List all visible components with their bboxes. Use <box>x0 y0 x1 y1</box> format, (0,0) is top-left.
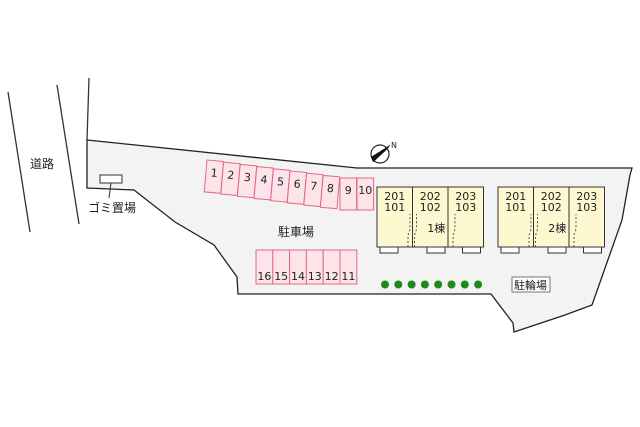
svg-text:101: 101 <box>505 201 526 214</box>
parking-stall-2: 2 <box>221 162 240 195</box>
svg-text:12: 12 <box>325 270 339 283</box>
svg-text:1: 1 <box>210 166 218 180</box>
svg-text:103: 103 <box>576 201 597 214</box>
north-arrow-icon: N <box>371 141 397 163</box>
unit-203-103: 203103 <box>569 187 605 253</box>
svg-text:5: 5 <box>277 175 285 189</box>
svg-text:2: 2 <box>227 169 235 183</box>
svg-text:13: 13 <box>308 270 322 283</box>
parking-stall-9: 9 <box>340 178 357 210</box>
tree-icon <box>421 281 429 289</box>
svg-text:6: 6 <box>293 177 301 191</box>
svg-text:102: 102 <box>420 201 441 214</box>
tree-icon <box>408 281 416 289</box>
svg-text:4: 4 <box>260 173 268 187</box>
svg-text:16: 16 <box>257 270 271 283</box>
unit-202-102: 202102 <box>413 187 449 253</box>
svg-text:9: 9 <box>345 184 352 197</box>
parking-stall-7: 7 <box>304 173 323 206</box>
svg-text:102: 102 <box>541 201 562 214</box>
tree-icon <box>394 281 402 289</box>
svg-text:N: N <box>391 141 397 150</box>
parking-stall-13: 13 <box>306 250 323 284</box>
svg-text:101: 101 <box>384 201 405 214</box>
parking-stall-14: 14 <box>290 250 307 284</box>
svg-text:14: 14 <box>291 270 305 283</box>
tree-icon <box>434 281 442 289</box>
tree-icon <box>461 281 469 289</box>
site-boundary-line <box>87 78 89 140</box>
svg-text:11: 11 <box>341 270 355 283</box>
tree-icon <box>381 281 389 289</box>
road-label: 道路 <box>30 156 54 171</box>
parking-stall-6: 6 <box>287 171 306 204</box>
road-edge-left <box>8 92 30 232</box>
unit-202-102: 202102 <box>534 187 570 253</box>
parking-stall-3: 3 <box>237 164 256 197</box>
tree-icon <box>474 281 482 289</box>
road-edge-right <box>57 85 79 224</box>
building-name: 2棟 <box>548 221 566 235</box>
parking-stall-5: 5 <box>271 169 290 202</box>
building-name: 1棟 <box>427 221 445 235</box>
building-2: 2011012021022031032棟 <box>498 187 605 253</box>
parking-stall-8: 8 <box>320 175 339 208</box>
parking-stall-4: 4 <box>254 167 273 200</box>
svg-text:15: 15 <box>274 270 288 283</box>
svg-text:103: 103 <box>455 201 476 214</box>
parking-stall-11: 11 <box>340 250 357 284</box>
svg-text:3: 3 <box>243 171 251 185</box>
garbage-label: ゴミ置場 <box>88 200 136 215</box>
parking-stall-10: 10 <box>357 178 374 210</box>
parking-stall-15: 15 <box>273 250 290 284</box>
svg-text:10: 10 <box>358 184 372 197</box>
garbage-area <box>100 175 122 183</box>
parking-label: 駐車場 <box>278 224 314 239</box>
tree-icon <box>448 281 456 289</box>
building-1: 2011012021022031031棟 <box>377 187 484 253</box>
parking-stall-16: 16 <box>256 250 273 284</box>
unit-201-101: 201101 <box>498 187 534 253</box>
unit-203-103: 203103 <box>448 187 484 253</box>
bicycle-parking-label: 駐輪場 <box>514 278 547 292</box>
parking-row-bottom: 161514131211 <box>256 250 357 284</box>
svg-text:7: 7 <box>310 180 318 194</box>
svg-text:8: 8 <box>326 182 334 196</box>
parking-stall-1: 1 <box>204 160 223 193</box>
parking-stall-12: 12 <box>323 250 340 284</box>
unit-201-101: 201101 <box>377 187 413 253</box>
